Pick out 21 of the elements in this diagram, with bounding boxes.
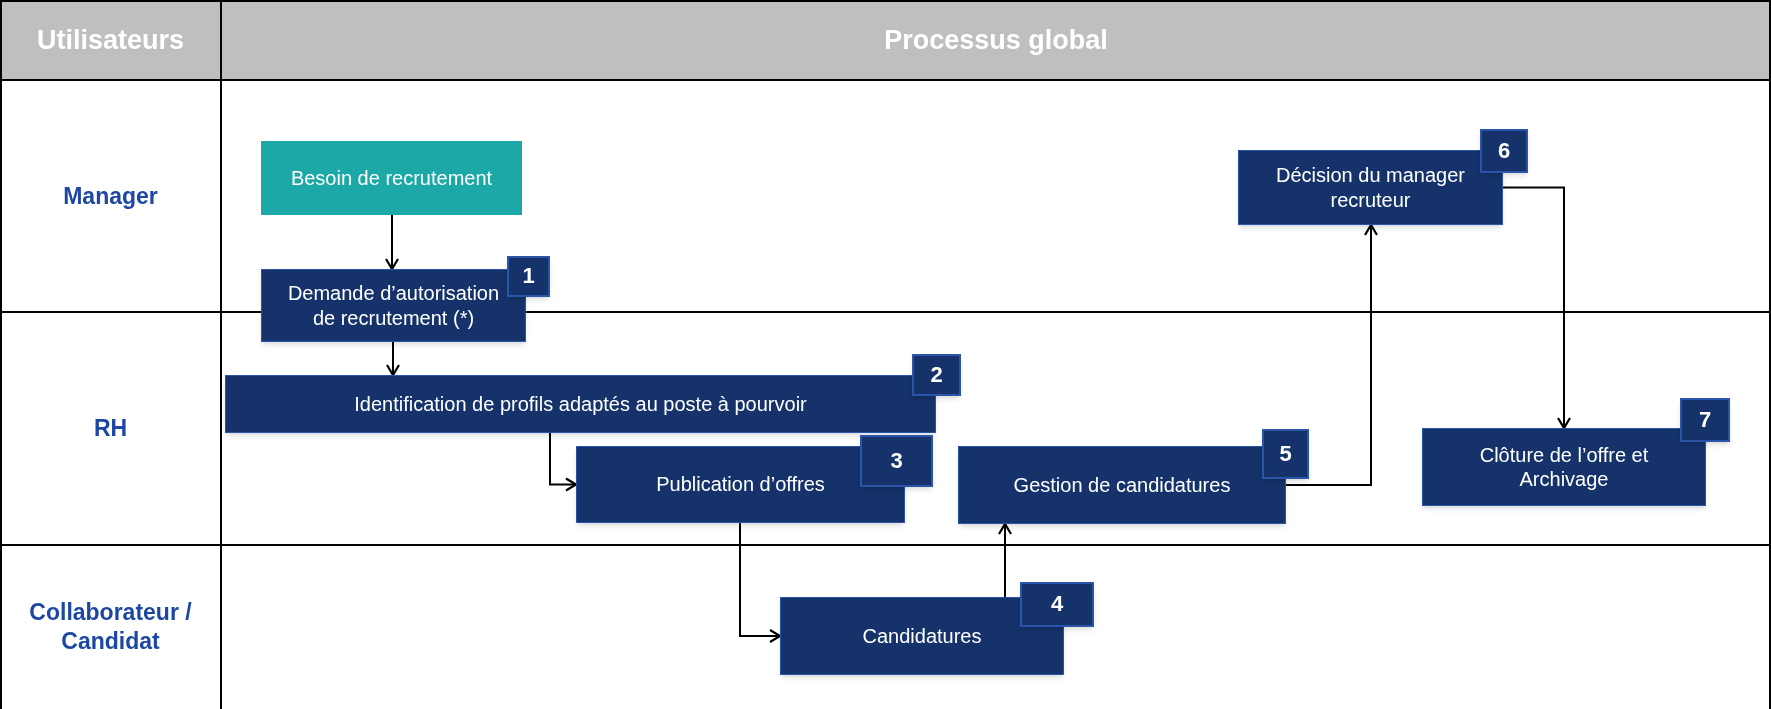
arrow (1285, 223, 1379, 486)
arrow (1502, 186, 1572, 430)
lane-label: Manager (63, 181, 158, 211)
step-number-badge: 5 (1262, 429, 1309, 479)
arrow (739, 522, 782, 644)
header-cell: Processus global (221, 0, 1771, 80)
step-number-badge: 3 (860, 435, 933, 487)
process-box: Clôture de l’offre et Archivage (1422, 428, 1706, 506)
step-number-badge: 7 (1680, 398, 1730, 442)
arrow (384, 214, 400, 271)
header-cell: Utilisateurs (0, 0, 221, 80)
lane-label: RH (93, 414, 128, 443)
arrow (997, 522, 1013, 598)
step-number-badge: 1 (507, 256, 550, 297)
start-box: Besoin de recrutement (261, 141, 522, 215)
step-number-badge: 2 (912, 354, 961, 396)
lane-label: Collaborateur / Candidat (28, 598, 193, 656)
step-number-badge: 4 (1020, 582, 1094, 627)
step-number-badge: 6 (1480, 129, 1528, 173)
arrow (549, 432, 578, 492)
arrow (385, 341, 401, 377)
